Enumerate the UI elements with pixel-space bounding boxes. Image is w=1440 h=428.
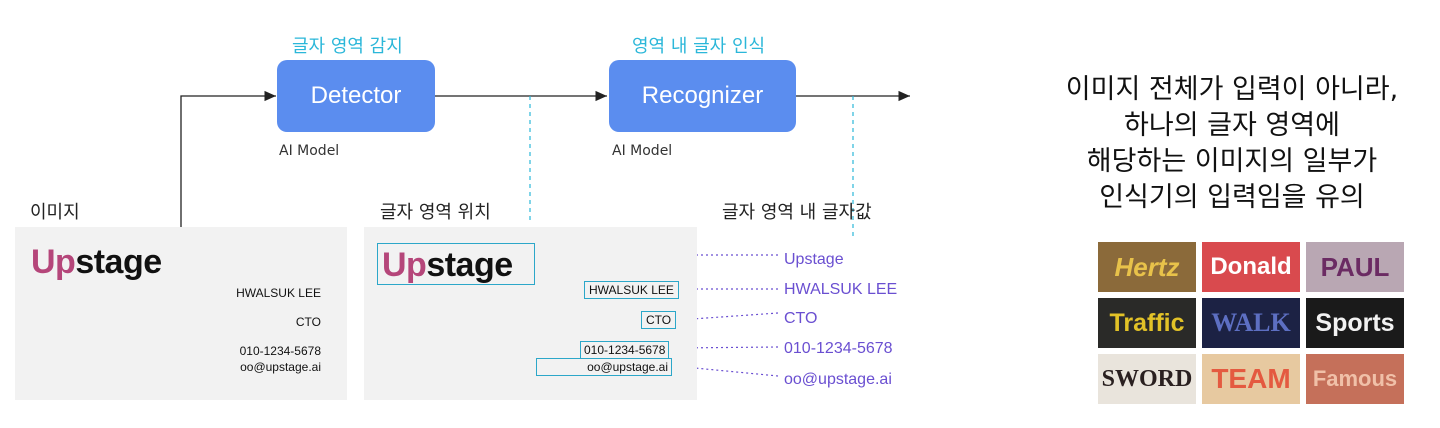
detected-card-title: 글자 영역 위치 — [380, 202, 491, 223]
card-name: HWALSUK LEE — [236, 286, 321, 300]
note-line: 하나의 글자 영역에 — [1124, 110, 1340, 141]
value-name: HWALSUK LEE — [784, 281, 898, 298]
word-crops-grid: Hertz Donald PAUL Traffic WALK Sports SW… — [1098, 242, 1406, 406]
detector-caption: 글자 영역 감지 — [292, 36, 403, 57]
logo-stage: stage — [426, 246, 513, 284]
email-bbox: oo@upstage.ai — [536, 358, 672, 376]
word-crop: Donald — [1202, 242, 1300, 292]
recognizer-box: Recognizer — [609, 60, 796, 132]
input-business-card: Upstage HWALSUK LEE CTO 010-1234-5678 oo… — [15, 227, 347, 400]
word-crop: TEAM — [1202, 354, 1300, 404]
upstage-logo: Upstage — [31, 243, 162, 282]
detected-business-card: Upstage HWALSUK LEE CTO 010-1234-5678 oo… — [364, 227, 697, 400]
role-bbox: CTO — [641, 311, 677, 329]
name-bbox: HWALSUK LEE — [584, 281, 679, 299]
logo-up: Up — [31, 243, 76, 281]
word-crop: Traffic — [1098, 298, 1196, 348]
detector-box: Detector — [277, 60, 435, 132]
value-role: CTO — [784, 310, 818, 327]
word-crop: SWORD — [1098, 354, 1196, 404]
word-crop: WALK — [1202, 298, 1300, 348]
card-phone: 010-1234-5678 — [239, 344, 321, 358]
input-card-title: 이미지 — [30, 202, 80, 223]
input-arrow — [180, 90, 276, 227]
value-upstage: Upstage — [784, 251, 844, 268]
input-note: 이미지 전체가 입력이 아니라, 하나의 글자 영역에 해당하는 이미지의 일부… — [1022, 72, 1440, 216]
recognized-title: 글자 영역 내 글자값 — [722, 202, 872, 223]
recognizer-caption: 영역 내 글자 인식 — [632, 36, 766, 57]
logo-up: Up — [382, 246, 427, 284]
card-email: oo@upstage.ai — [240, 360, 321, 374]
word-crop: PAUL — [1306, 242, 1404, 292]
logo-stage: stage — [75, 243, 162, 281]
phone-bbox: 010-1234-5678 — [580, 341, 670, 359]
word-crop: Famous — [1306, 354, 1404, 404]
word-crop: Sports — [1306, 298, 1404, 348]
logo-bbox — [377, 243, 535, 285]
value-email: oo@upstage.ai — [784, 371, 892, 388]
note-line: 인식기의 입력임을 유의 — [1099, 182, 1365, 213]
note-line: 해당하는 이미지의 일부가 — [1086, 146, 1378, 177]
card-role: CTO — [295, 315, 321, 329]
recognizer-model-label: AI Model — [612, 143, 673, 159]
word-crop: Hertz — [1098, 242, 1196, 292]
upstage-logo: Upstage — [382, 246, 513, 285]
detector-model-label: AI Model — [279, 143, 340, 159]
map-arrow-role — [668, 312, 779, 326]
value-phone: 010-1234-5678 — [784, 340, 893, 357]
note-line: 이미지 전체가 입력이 아니라, — [1065, 74, 1399, 105]
